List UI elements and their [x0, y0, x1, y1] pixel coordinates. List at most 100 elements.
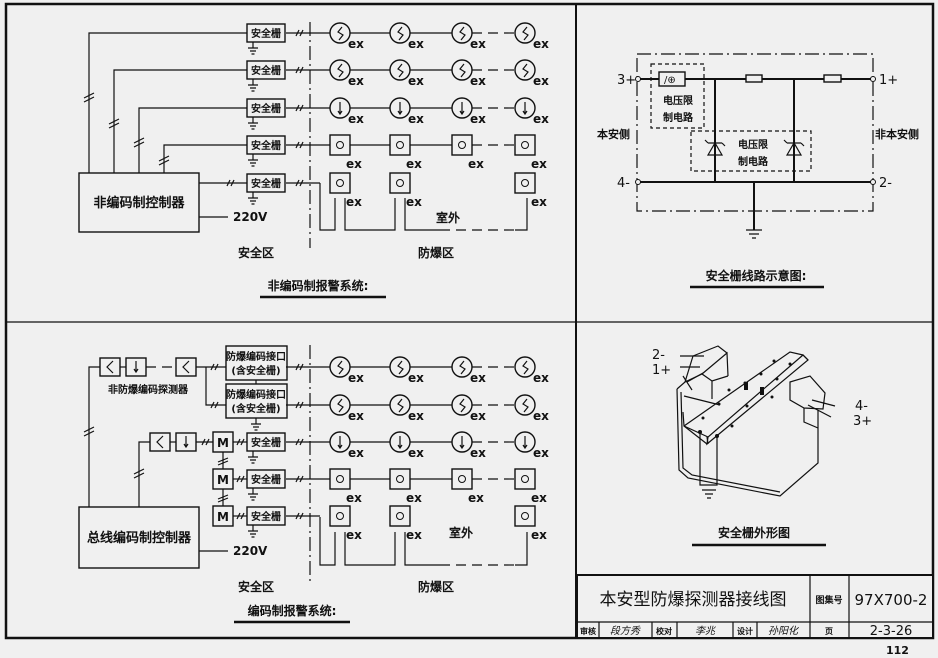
ground-icon	[746, 229, 762, 239]
manual-button-icon	[389, 468, 411, 490]
limiter-label-4: 制电路	[738, 155, 769, 168]
ex-label: ex	[533, 112, 549, 126]
ex-label: ex	[533, 446, 549, 460]
ground-icon	[251, 423, 261, 431]
barrier-label: 安全栅	[251, 510, 281, 523]
smoke-detector-box	[149, 432, 171, 452]
design-signature: 孙阳化	[768, 625, 800, 637]
ex-label: ex	[533, 74, 549, 88]
barrier-exterior-drawing	[676, 345, 836, 499]
manual-button-icon	[329, 505, 351, 527]
coded-hazard-zone-label: 防爆区	[418, 579, 454, 594]
review-label: 审核	[580, 626, 596, 636]
barrier-label: 安全栅	[251, 473, 281, 486]
interface-label-2: (含安全栅)	[231, 402, 280, 415]
ex-label: ex	[346, 491, 362, 505]
ex-label: ex	[533, 371, 549, 385]
ground-icon	[248, 456, 258, 464]
coded-outdoor-label: 室外	[449, 525, 473, 540]
wire-pair-mark	[295, 66, 304, 74]
ex-label: ex	[468, 491, 484, 505]
barrier-label: 安全栅	[251, 177, 281, 190]
resistor-icon	[745, 74, 763, 83]
manual-button-icon	[451, 468, 473, 490]
ex-label: ex	[470, 37, 486, 51]
ground-icon	[248, 122, 258, 130]
safety-barrier-box	[246, 432, 286, 452]
barrier-label: 安全栅	[251, 64, 281, 77]
ex-label: ex	[406, 491, 422, 505]
wire-pair-mark	[236, 475, 245, 483]
wire-pair-mark	[210, 401, 219, 409]
ex-label: ex	[346, 157, 362, 171]
ex-label: ex	[408, 371, 424, 385]
limiter-symbol: /⊕	[664, 75, 676, 86]
ex-label: ex	[470, 446, 486, 460]
noncoded-outdoor-label: 室外	[436, 210, 460, 225]
ex-label: ex	[470, 112, 486, 126]
wire-pair-mark	[236, 438, 245, 446]
coded-interface-box	[225, 345, 288, 381]
check-signature: 李兆	[695, 625, 716, 637]
terminal-dots	[698, 359, 792, 438]
noncoded-power-label: 220V	[233, 210, 268, 224]
wire-pair-mark	[210, 363, 219, 371]
safety-barrier-box	[246, 60, 286, 80]
manual-button-icon	[329, 172, 351, 194]
exterior-label-1: 1+	[652, 363, 671, 378]
noncoded-controller-box	[78, 172, 200, 233]
ex-label: ex	[348, 74, 364, 88]
ex-label: ex	[406, 528, 422, 542]
barrier-label: 安全栅	[251, 27, 281, 40]
manual-button-icon	[329, 468, 351, 490]
nonintrinsic-side-label: 非本安侧	[875, 127, 919, 141]
ex-label: ex	[468, 157, 484, 171]
interface-label-1: 防爆编码接口	[226, 388, 286, 401]
ground-icon	[248, 47, 258, 55]
interface-label-1: 防爆编码接口	[226, 350, 286, 363]
coded-power-label: 220V	[233, 544, 268, 558]
wire-pair-mark	[295, 512, 304, 520]
drawing-title: 本安型防爆探测器接线图	[600, 590, 787, 610]
ex-label: ex	[348, 37, 364, 51]
wire-pair-mark	[295, 29, 304, 37]
limiter-label-3: 电压限	[738, 138, 769, 151]
check-label: 校对	[656, 626, 672, 636]
exterior-caption: 安全栅外形图	[718, 525, 790, 540]
manual-button-icon	[514, 134, 536, 156]
manual-button-icon	[389, 134, 411, 156]
panel-barrier-circuit: /⊕ 3+ 1+ 4- 2- 本安侧 非本安侧 电压限 制电路 电压限 制电路 …	[597, 53, 919, 289]
manual-button-icon	[514, 172, 536, 194]
ex-label: ex	[348, 112, 364, 126]
detector-row: ex ex ex ex	[286, 468, 547, 505]
terminal-3-label: 3+	[617, 73, 636, 88]
page-no-value: 2-3-26	[870, 624, 912, 639]
barrier-label: 安全栅	[251, 436, 281, 449]
terminal-2-label: 2-	[879, 176, 892, 191]
terminal-4-label: 4-	[617, 176, 630, 191]
ex-label: ex	[346, 195, 362, 209]
ex-label: ex	[406, 157, 422, 171]
noncoded-caption: 非编码制报警系统:	[268, 278, 369, 293]
exterior-label-2: 2-	[652, 348, 665, 363]
ex-label: ex	[531, 491, 547, 505]
coded-safe-zone-label: 安全区	[238, 579, 274, 594]
ex-label: ex	[470, 74, 486, 88]
ex-label: ex	[406, 195, 422, 209]
module-label: M	[217, 436, 229, 450]
ex-label: ex	[531, 528, 547, 542]
ex-label: ex	[348, 446, 364, 460]
ex-label: ex	[408, 74, 424, 88]
atlas-no-label: 图集号	[815, 594, 842, 606]
wire-pair-mark	[295, 438, 304, 446]
exterior-label-4: 4-	[855, 399, 868, 414]
coded-controller-label: 总线编码制控制器	[87, 530, 192, 546]
ground-icon	[248, 159, 258, 167]
design-label: 设计	[737, 626, 753, 636]
atlas-no-value: 97X700-2	[855, 591, 928, 609]
zener-diode-icon	[704, 139, 726, 156]
safety-barrier-box	[246, 23, 286, 43]
